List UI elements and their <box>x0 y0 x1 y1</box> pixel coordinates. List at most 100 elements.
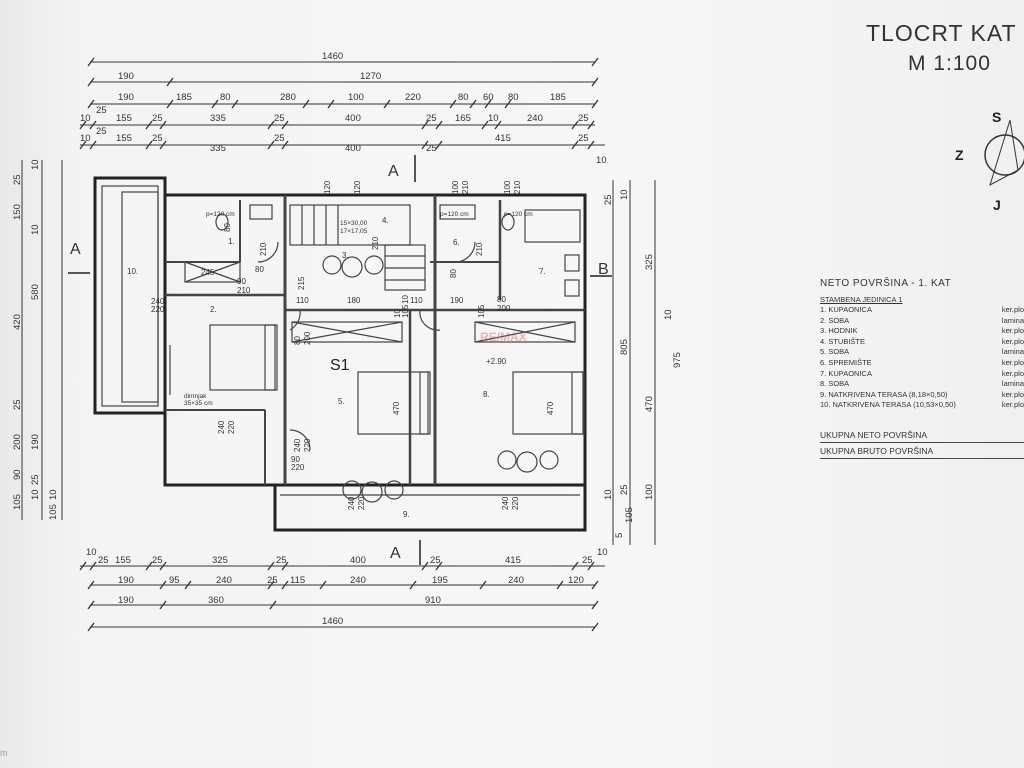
dim-label: 10 <box>48 489 59 500</box>
dim-label: 470 <box>644 396 655 412</box>
dim-label: 220 <box>303 438 312 452</box>
dim-label: 1460 <box>322 616 343 627</box>
total-gross-row: UKUPNA BRUTO POVRŠINA <box>820 445 1024 459</box>
dim-label: 400 <box>350 555 366 566</box>
compass-west: Z <box>955 147 964 163</box>
dim-label: 90 <box>237 277 246 286</box>
dim-label: 25 <box>152 113 163 124</box>
dim-label: 240 <box>527 113 543 124</box>
dim-label: 10 <box>30 224 41 235</box>
room-number: 7. <box>539 267 546 276</box>
room-number: 8. <box>483 390 490 399</box>
dim-label: 220 <box>227 420 236 434</box>
dim-label: 105 <box>12 494 23 510</box>
dim-label: 80 <box>508 92 519 103</box>
legend-heading: NETO POVRŠINA - 1. KAT <box>820 278 952 289</box>
dim-label: 5 <box>614 533 625 538</box>
dim-label: 10 <box>596 155 607 166</box>
dim-label: 470 <box>546 401 555 415</box>
dim-label: 10 <box>401 295 410 304</box>
dim-label: 220 <box>291 463 305 472</box>
dim-label: 150 <box>12 204 23 220</box>
room-finish: lamina <box>1001 315 1024 325</box>
dim-label: 10 <box>80 113 91 124</box>
room-number: 1. <box>228 237 235 246</box>
room-name: 4. STUBIŠTE <box>820 336 866 346</box>
dim-label: 120 <box>353 180 362 194</box>
dim-label: 335 <box>210 143 226 154</box>
dim-label: 415 <box>495 133 511 144</box>
dim-label: 80 <box>293 336 302 345</box>
dim-label: 25 <box>152 133 163 144</box>
dim-label: 210 <box>237 286 251 295</box>
dim-label: 190 <box>118 71 134 82</box>
dim-label: 220 <box>151 305 165 314</box>
room-finish: ker.plo <box>1001 326 1024 336</box>
level-mark: +2.90 <box>486 357 507 366</box>
dim-label: 400 <box>345 113 361 124</box>
dim-label: 10 <box>80 133 91 144</box>
dim-label: 25 <box>12 174 23 185</box>
room-name: 6. SPREMIŠTE <box>820 357 872 367</box>
dim-label: 105 <box>624 507 635 523</box>
dim-label: 240 <box>501 496 510 510</box>
dim-label: 80 <box>449 269 458 278</box>
dim-label: 120 <box>568 575 584 586</box>
dim-label: 200 <box>303 331 312 345</box>
dim-label: 220 <box>405 92 421 103</box>
section-mark-a-top: A <box>388 163 399 180</box>
room-finish: ker.plo <box>1001 389 1024 399</box>
dim-label: 400 <box>345 143 361 154</box>
dim-label: 25 <box>152 555 163 566</box>
dim-label: 155 <box>115 555 131 566</box>
dim-label: 280 <box>280 92 296 103</box>
dim-top-total: 1460 <box>322 51 343 62</box>
dim-label: 240 <box>508 575 524 586</box>
room-number: 9. <box>403 510 410 519</box>
dim-label: 210 <box>461 180 470 194</box>
chimney-note: dimnjak <box>184 393 207 400</box>
drawing-title: TLOCRT KAT <box>866 20 1017 46</box>
dim-label: 10 <box>30 159 41 170</box>
room-name: 7. KUPAONICA <box>820 368 872 378</box>
dim-label: 110 <box>296 296 309 305</box>
room-number: 2. <box>210 305 217 314</box>
room-number: 6. <box>453 238 460 247</box>
chimney-note: 35×35 cm <box>184 400 213 407</box>
dim-label: 185 <box>550 92 566 103</box>
dim-label: 190 <box>118 595 134 606</box>
dim-label: 325 <box>212 555 228 566</box>
stair-note: 17×17,05 <box>340 228 368 235</box>
legend-row: 9. NATKRIVENA TERASA (8,18×0,50) ker.plo <box>820 390 1024 401</box>
dim-label: 100 <box>503 180 512 194</box>
dim-label: 245 <box>201 268 215 277</box>
dim-label: 195 <box>432 575 448 586</box>
dim-label: 120 <box>323 180 332 194</box>
dim-label: 420 <box>12 314 23 330</box>
section-mark-b-left: A <box>70 241 81 258</box>
dim-label: 90 <box>291 455 300 464</box>
room-finish: ker.plo <box>1001 336 1024 346</box>
dim-label: 100 <box>348 92 364 103</box>
dim-label: 80 <box>220 92 231 103</box>
room-name: 1. KUPAONICA <box>820 305 872 314</box>
dim-label: 10 <box>597 547 608 558</box>
dim-label: 25 <box>274 113 285 124</box>
dim-label: 335 <box>210 113 226 124</box>
dim-label: 25 <box>430 555 441 566</box>
room-name: 9. NATKRIVENA TERASA (8,18×0,50) <box>820 389 948 399</box>
room-name: 10. NATKRIVENA TERASA (10,53×0,50) <box>820 400 956 410</box>
dim-label: 10 <box>619 189 630 200</box>
dim-label: 25 <box>578 133 589 144</box>
shower-note: p=120 cm <box>206 211 235 218</box>
dim-label: 200 <box>497 304 511 313</box>
dim-label: 80 <box>497 295 506 304</box>
room-name: 3. HODNIK <box>820 326 858 336</box>
dim-label: 1270 <box>360 71 381 82</box>
dim-label: 190 <box>118 92 134 103</box>
dim-label: 210 <box>259 242 268 256</box>
legend-row: 3. HODNIK ker.plo <box>820 326 1024 337</box>
dim-label: 80 <box>458 92 469 103</box>
